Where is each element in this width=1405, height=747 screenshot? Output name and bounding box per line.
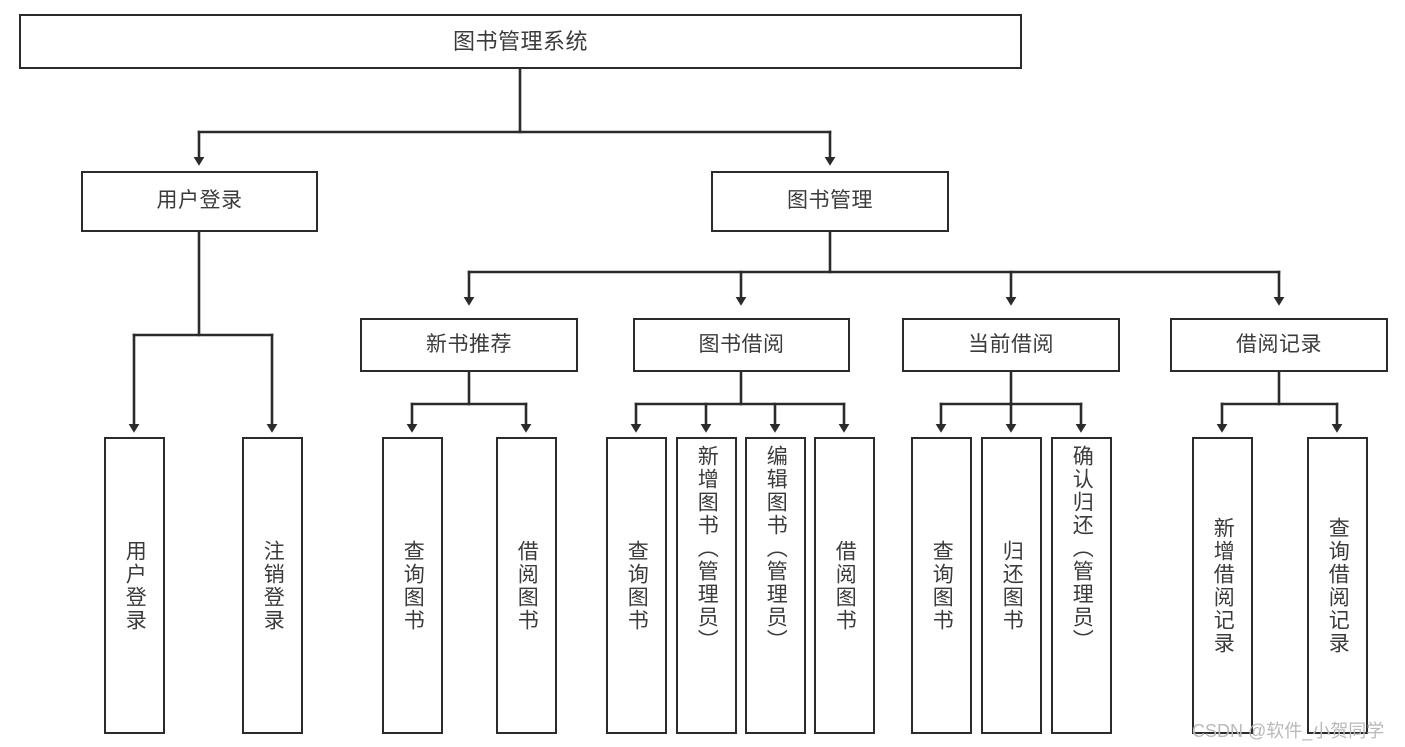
leaf-borrow-book-1-label: 借阅图书	[515, 539, 539, 632]
leaf-borrow-book-2[interactable]: 借阅图书	[814, 437, 875, 734]
node-book-manage[interactable]: 图书管理	[711, 171, 949, 232]
node-new-book-recommend[interactable]: 新书推荐	[360, 318, 578, 372]
leaf-user-logout[interactable]: 注销登录	[242, 437, 303, 734]
leaf-add-record-label: 新增借阅记录	[1211, 516, 1235, 655]
leaf-add-book-label: 新增图书（管理员）	[695, 445, 719, 652]
leaf-query-book-1[interactable]: 查询图书	[382, 437, 443, 734]
node-user-login-label: 用户登录	[156, 189, 243, 213]
leaf-add-book[interactable]: 新增图书（管理员）	[676, 437, 737, 734]
leaf-query-book-1-label: 查询图书	[401, 539, 425, 632]
leaf-edit-book-label: 编辑图书（管理员）	[764, 445, 788, 652]
node-user-login[interactable]: 用户登录	[81, 171, 318, 232]
node-borrow-record-label: 借阅记录	[1236, 332, 1322, 356]
leaf-query-book-3-label: 查询图书	[930, 539, 954, 632]
leaf-borrow-book-1[interactable]: 借阅图书	[496, 437, 557, 734]
node-root-label: 图书管理系统	[452, 28, 588, 54]
leaf-query-book-3[interactable]: 查询图书	[911, 437, 972, 734]
node-current-borrow[interactable]: 当前借阅	[902, 318, 1120, 372]
leaf-user-login[interactable]: 用户登录	[104, 437, 165, 734]
leaf-borrow-book-2-label: 借阅图书	[833, 539, 857, 632]
leaf-add-record[interactable]: 新增借阅记录	[1192, 437, 1253, 734]
leaf-return-book[interactable]: 归还图书	[981, 437, 1042, 734]
node-current-borrow-label: 当前借阅	[968, 332, 1054, 356]
watermark: CSDN @软件_小贺同学	[1192, 721, 1385, 741]
leaf-return-book-label: 归还图书	[1000, 539, 1024, 632]
node-book-borrow[interactable]: 图书借阅	[633, 318, 850, 372]
leaf-user-login-label: 用户登录	[123, 539, 147, 632]
node-root[interactable]: 图书管理系统	[19, 14, 1022, 69]
node-new-book-recommend-label: 新书推荐	[426, 332, 512, 356]
leaf-user-logout-label: 注销登录	[261, 539, 285, 632]
leaf-edit-book[interactable]: 编辑图书（管理员）	[745, 437, 806, 734]
leaf-confirm-return[interactable]: 确认归还（管理员）	[1051, 437, 1112, 734]
leaf-query-record[interactable]: 查询借阅记录	[1307, 437, 1368, 734]
leaf-query-book-2[interactable]: 查询图书	[606, 437, 667, 734]
leaf-confirm-return-label: 确认归还（管理员）	[1070, 445, 1094, 652]
node-book-borrow-label: 图书借阅	[698, 332, 785, 356]
node-borrow-record[interactable]: 借阅记录	[1170, 318, 1388, 372]
node-book-manage-label: 图书管理	[787, 189, 873, 213]
leaf-query-record-label: 查询借阅记录	[1326, 516, 1350, 655]
leaf-query-book-2-label: 查询图书	[625, 539, 649, 632]
